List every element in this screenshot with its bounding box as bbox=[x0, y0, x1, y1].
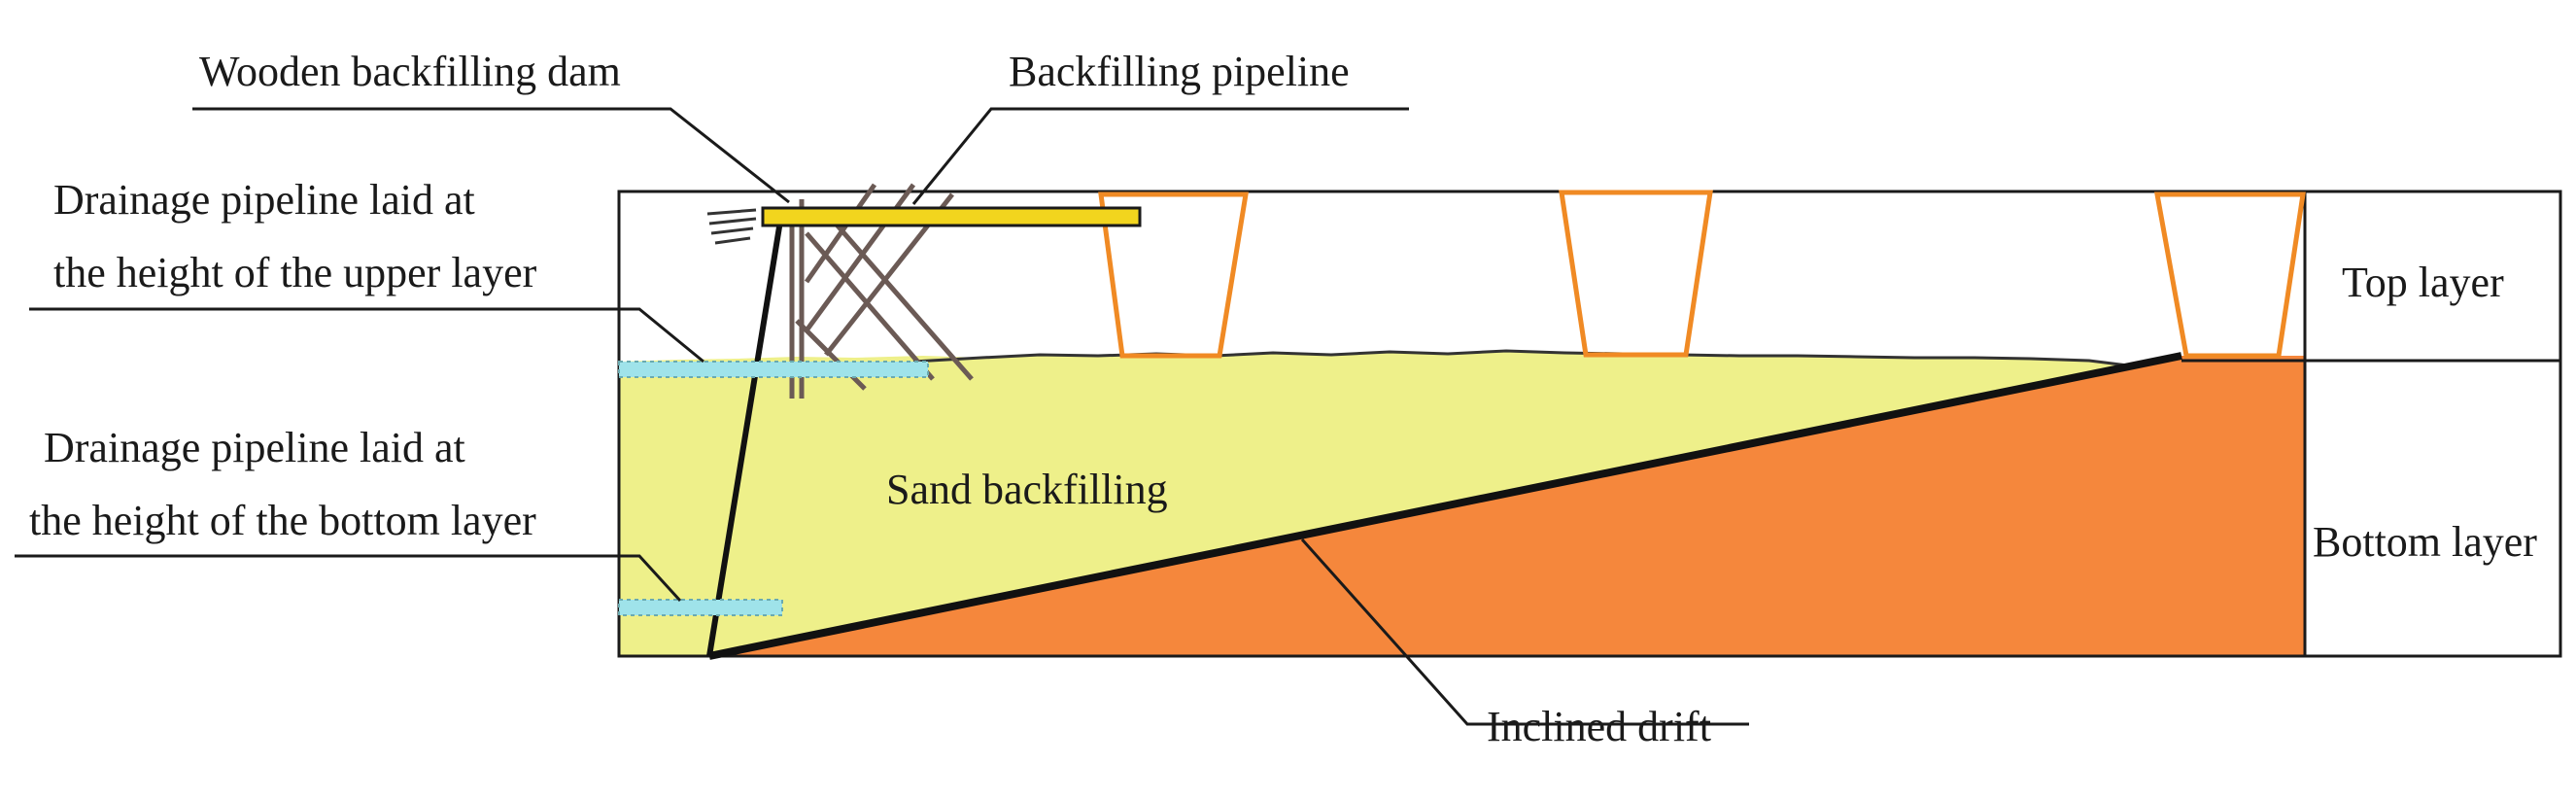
drainage-pipe-bottom bbox=[618, 599, 783, 616]
label-top-layer: Top layer bbox=[2342, 259, 2504, 306]
inclined-drift-line bbox=[708, 352, 2182, 660]
funnel-2 bbox=[1559, 190, 1713, 358]
label-backfilling-pipeline: Backfilling pipeline bbox=[1009, 48, 1350, 95]
leader-lines bbox=[15, 107, 1749, 726]
label-wooden-dam: Wooden backfilling dam bbox=[199, 48, 621, 95]
backfilling-pipeline bbox=[761, 206, 1142, 227]
label-sand-backfilling: Sand backfilling bbox=[886, 466, 1168, 513]
label-drain-upper-1: Drainage pipeline laid at bbox=[53, 176, 475, 224]
dam-support-line bbox=[706, 208, 785, 657]
label-drain-bottom-2: the height of the bottom layer bbox=[29, 497, 536, 544]
label-bottom-layer: Bottom layer bbox=[2313, 518, 2537, 566]
funnel-3 bbox=[2154, 191, 2306, 359]
funnel-1 bbox=[1098, 191, 1249, 359]
label-drain-upper-2: the height of the upper layer bbox=[53, 249, 537, 296]
sand-backfilling-region bbox=[619, 351, 2181, 656]
pipeline-outlet-dashes bbox=[706, 208, 757, 245]
drainage-pipe-upper bbox=[618, 361, 929, 378]
label-inclined-drift: Inclined drift bbox=[1487, 703, 1711, 750]
orange-ore-region bbox=[709, 356, 2305, 656]
label-drain-bottom-1: Drainage pipeline laid at bbox=[44, 424, 465, 471]
